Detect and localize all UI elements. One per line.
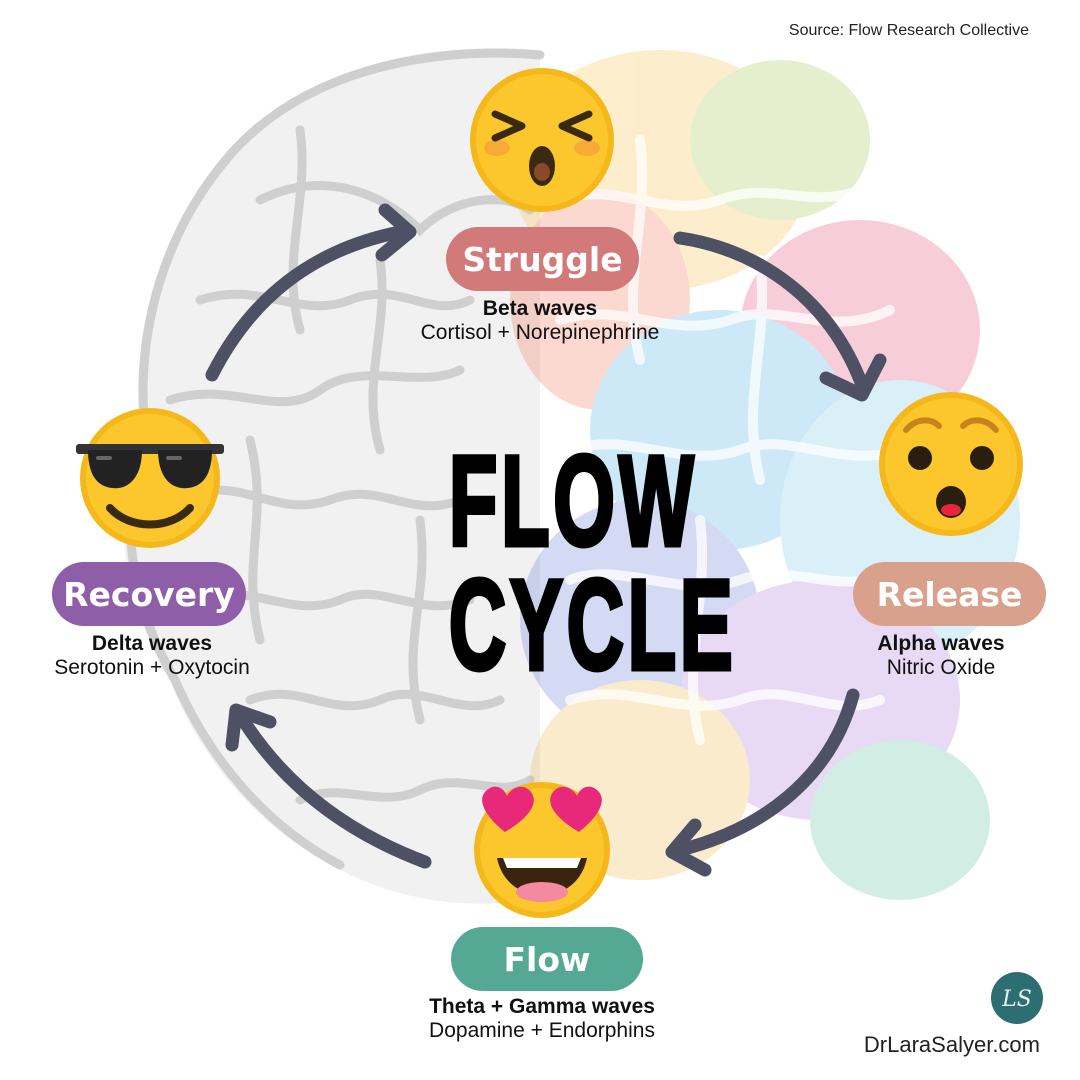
source-credit: Source: Flow Research Collective <box>788 22 1029 39</box>
stage-release-caption: Alpha waves Nitric Oxide <box>820 632 1062 680</box>
arrow-release-to-flow <box>673 688 860 857</box>
title-line-1: FLOW <box>447 430 698 573</box>
sunglasses-face-icon <box>76 408 224 548</box>
release-waves: Alpha waves <box>877 632 1005 655</box>
stage-flow-label: Flow <box>451 927 643 991</box>
struggle-chemicals: Cortisol + Norepinephrine <box>420 321 660 344</box>
heart-eyes-face-icon <box>474 782 610 918</box>
recovery-waves: Delta waves <box>91 632 213 655</box>
stage-release-label: Release <box>853 562 1046 626</box>
flow-waves: Theta + Gamma waves <box>429 995 655 1018</box>
recovery-chemicals: Serotonin + Oxytocin <box>54 656 250 679</box>
title-line-2: CYCLE <box>447 554 737 697</box>
website-link[interactable]: DrLaraSalyer.com <box>863 1032 1040 1057</box>
arrow-flow-to-recovery <box>233 708 432 869</box>
release-chemicals: Nitric Oxide <box>886 656 996 679</box>
page-title: FLOW CYCLE <box>447 430 737 697</box>
arrow-recovery-to-struggle <box>205 225 407 382</box>
stage-recovery-caption: Delta waves Serotonin + Oxytocin <box>20 632 284 680</box>
arrow-struggle-to-release <box>673 231 869 392</box>
surprised-face-icon <box>879 392 1023 536</box>
squinting-face-icon <box>470 68 614 212</box>
stage-struggle-label: Struggle <box>446 227 639 291</box>
stage-recovery-label: Recovery <box>52 562 246 626</box>
brand-logo: LS <box>991 972 1043 1024</box>
struggle-waves: Beta waves <box>482 297 598 320</box>
stage-struggle-caption: Beta waves Cortisol + Norepinephrine <box>390 297 690 345</box>
logo-monogram: LS <box>1001 987 1032 1012</box>
flow-chemicals: Dopamine + Endorphins <box>429 1019 655 1042</box>
stage-flow-caption: Theta + Gamma waves Dopamine + Endorphin… <box>392 995 692 1043</box>
